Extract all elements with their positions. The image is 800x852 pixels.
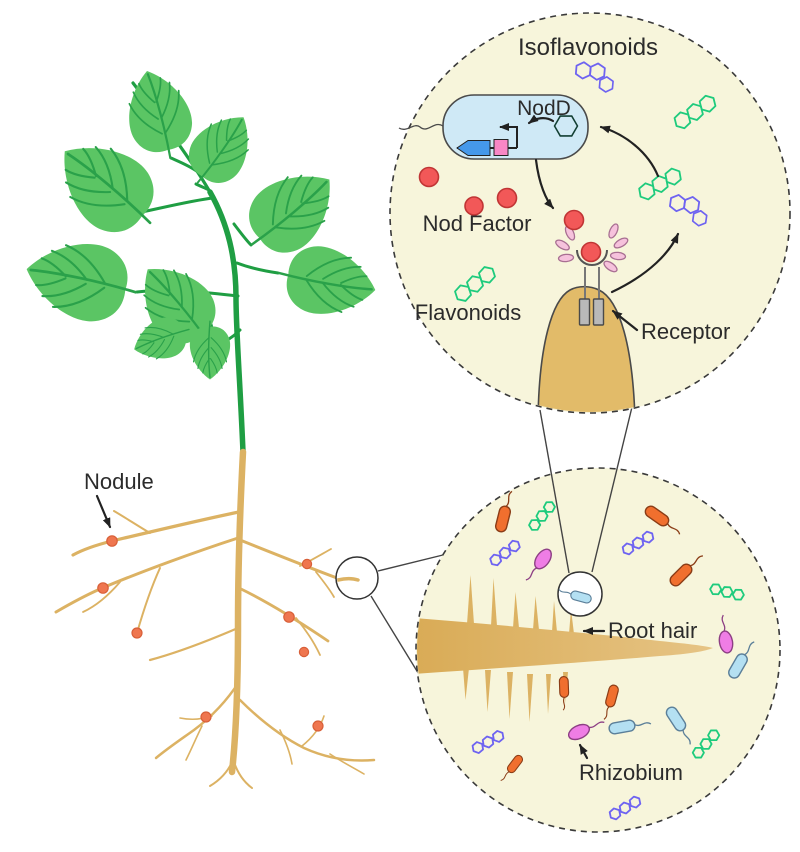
nodule xyxy=(301,558,313,570)
receptor-pointer-arrow xyxy=(611,309,639,332)
nodule xyxy=(131,627,143,639)
nod-factor-molecule xyxy=(563,209,585,231)
signaling-inset: NodD Isoflavonoids Nod Factor Flavonoids… xyxy=(389,12,791,414)
rhizobium-label: Rhizobium xyxy=(579,760,683,785)
nodule xyxy=(200,711,212,723)
root-hair-label: Root hair xyxy=(608,618,697,643)
nod-factor-molecules xyxy=(418,166,585,231)
nod-factor-molecule xyxy=(418,166,440,188)
nod-gene-diagram xyxy=(456,123,518,156)
nod-factor-molecule xyxy=(580,241,602,263)
rhizobium-cell: NodD xyxy=(398,94,589,160)
receptor-cup xyxy=(576,249,608,266)
inset-connector-line xyxy=(539,409,570,574)
root-hair-tip-group xyxy=(537,285,636,412)
receptor-protein xyxy=(578,298,591,326)
flagellum xyxy=(398,123,444,130)
main-stem xyxy=(207,189,246,455)
inset-connector-line xyxy=(591,406,633,573)
chito-oligosaccharide-chain xyxy=(555,223,629,273)
flavonoid-to-nodd-arrow xyxy=(599,125,660,178)
nodd-label: NodD xyxy=(517,97,571,120)
nodd-gene-arrow xyxy=(456,140,491,156)
taproot xyxy=(228,448,247,776)
receptor-label: Receptor xyxy=(641,319,730,344)
nodule xyxy=(312,720,324,732)
root-body xyxy=(417,618,713,674)
root-hairs xyxy=(463,575,574,722)
root-hair-tip xyxy=(537,285,636,412)
rhizosphere-inset: Root hair Rhizobium xyxy=(415,406,781,833)
nodule xyxy=(298,646,310,658)
promoter-arrow xyxy=(499,123,518,148)
receptor-protein xyxy=(592,298,605,326)
nodule-arrow xyxy=(95,494,112,529)
lateral-roots xyxy=(54,510,376,789)
flavonoids-label: Flavonoids xyxy=(415,300,521,325)
plant-shoot xyxy=(17,61,383,455)
magnified-root-tip xyxy=(337,576,360,582)
nodule xyxy=(283,611,295,623)
root-hair-zone xyxy=(417,575,713,722)
nod-factor-label: Nod Factor xyxy=(423,211,532,236)
nodfactor-secretion-arrow xyxy=(534,158,555,210)
root-system: Nodule xyxy=(54,448,376,789)
nod-factor-molecule xyxy=(496,187,518,209)
nod-factor-molecule xyxy=(464,196,484,216)
magnifier-connector-line xyxy=(370,595,421,677)
magnifier-connector-line xyxy=(377,553,448,572)
nodule xyxy=(97,582,109,594)
nodules xyxy=(97,535,324,732)
nod-box xyxy=(493,139,509,156)
nodule xyxy=(106,535,118,547)
rhizobium-arrow xyxy=(578,743,589,760)
isoflavonoid-production-arrow xyxy=(610,232,680,294)
signaling-arrows xyxy=(534,125,680,332)
nodule-label: Nodule xyxy=(84,469,154,494)
receptor-complex xyxy=(555,223,629,326)
isoflavonoids-label: Isoflavonoids xyxy=(518,34,658,61)
nodd-activation-arrow xyxy=(527,114,555,125)
